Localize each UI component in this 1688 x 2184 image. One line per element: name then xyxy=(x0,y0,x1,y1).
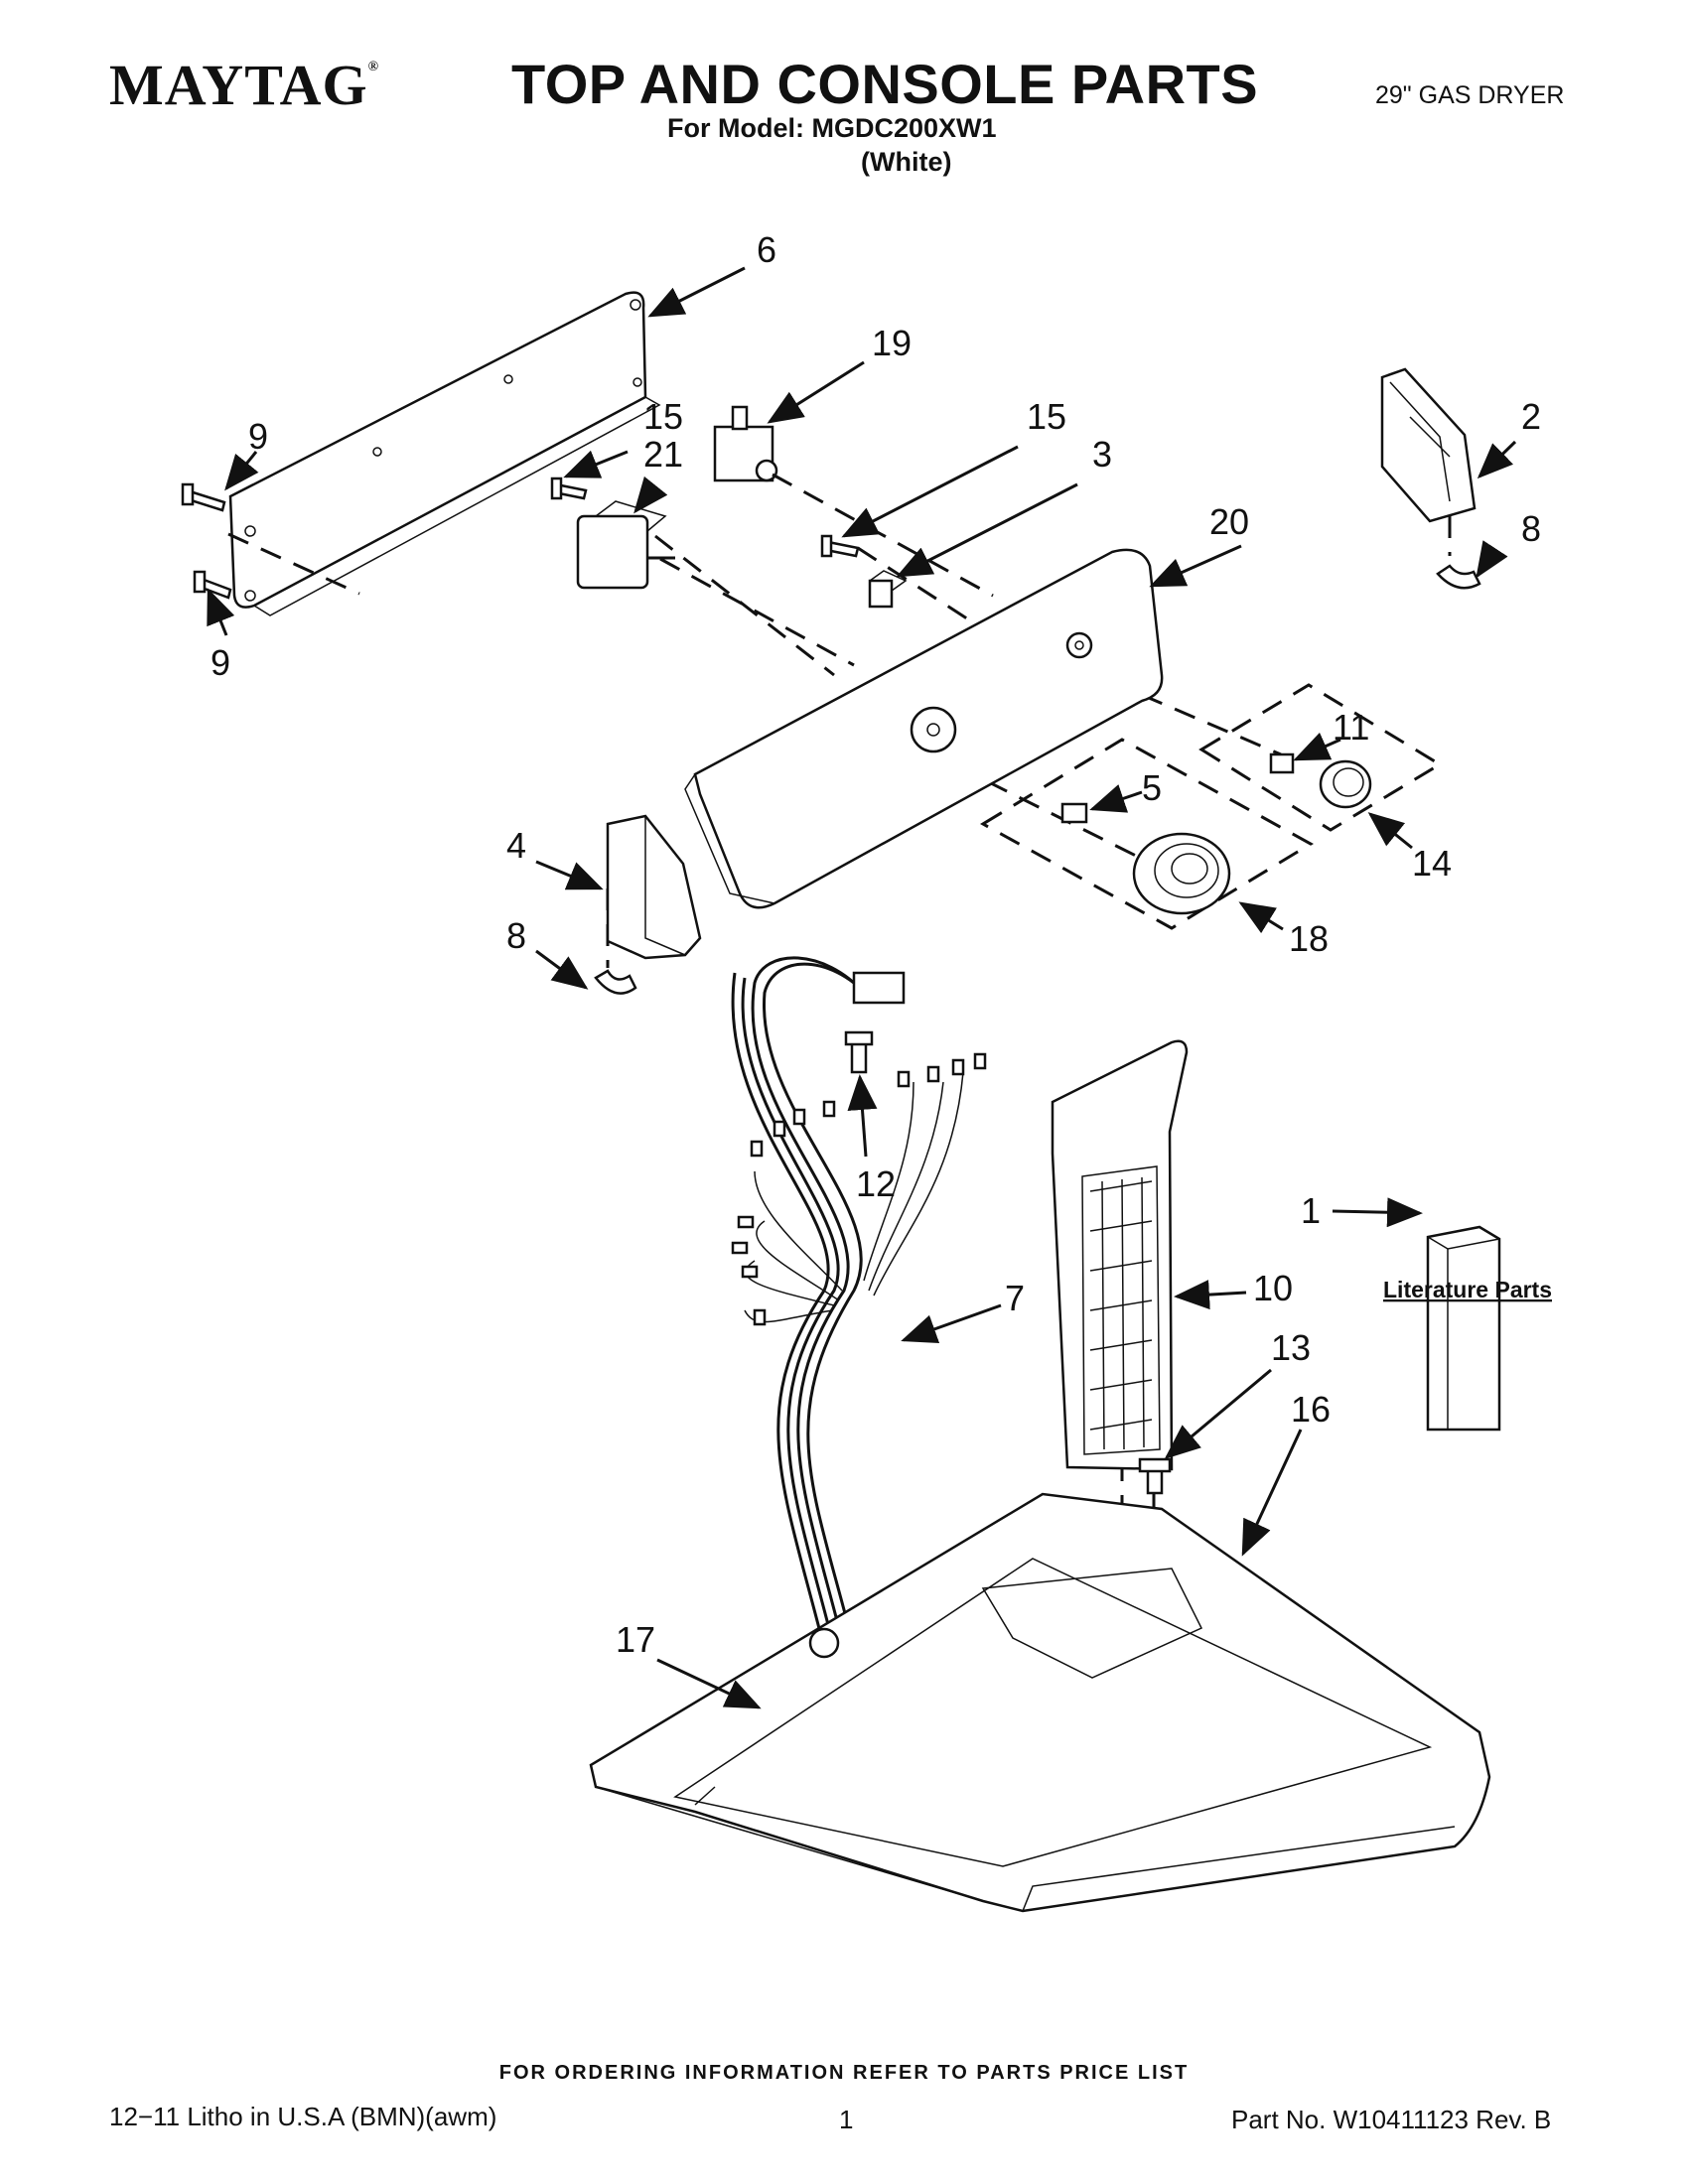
callout-18: 18 xyxy=(1289,918,1329,959)
part-8-clip-right xyxy=(1436,564,1481,590)
callout-5: 5 xyxy=(1142,767,1162,808)
callout-8-right: 8 xyxy=(1521,508,1541,549)
callout-14: 14 xyxy=(1412,843,1452,884)
callout-19: 19 xyxy=(872,323,912,363)
part-10-lint-screen xyxy=(1051,1039,1189,1471)
brand-registered-mark: ® xyxy=(367,60,380,74)
callout-15-console: 15 xyxy=(1027,396,1066,437)
callout-8-left: 8 xyxy=(506,915,526,956)
part-12-screw xyxy=(844,1030,874,1074)
part-6-console-rear-panel xyxy=(228,291,661,616)
part-16-17-top-panel xyxy=(589,1492,1491,1913)
print-info: 12−11 Litho in U.S.A (BMN)(awm) xyxy=(109,2102,497,2131)
brand-name: MAYTAG xyxy=(109,53,368,117)
product-type: 29" GAS DRYER xyxy=(1375,81,1565,109)
part-19-switch xyxy=(713,405,778,482)
part-21-timer xyxy=(576,500,675,590)
callout-10: 10 xyxy=(1253,1268,1293,1308)
part-8-clip-left xyxy=(594,969,637,995)
part-1-literature xyxy=(1426,1225,1501,1432)
brand-logo: MAYTAG® xyxy=(109,52,379,118)
callout-15-timer: 15 xyxy=(643,396,683,437)
part-7-wire-harness xyxy=(731,956,987,1649)
color-line: (White) xyxy=(861,147,952,177)
callout-1: 1 xyxy=(1301,1190,1321,1231)
part-2-end-cap xyxy=(1380,367,1477,523)
model-line: For Model: MGDC200XW1 xyxy=(667,113,997,143)
ordering-note: FOR ORDERING INFORMATION REFER TO PARTS … xyxy=(498,2062,1190,2084)
part-20-console xyxy=(684,548,1164,909)
callout-13: 13 xyxy=(1271,1327,1311,1368)
callout-16: 16 xyxy=(1291,1389,1331,1430)
callout-9-lower: 9 xyxy=(211,642,230,683)
callout-9-upper: 9 xyxy=(248,416,268,457)
literature-parts-label: Literature Parts xyxy=(1383,1277,1552,1302)
part-15-screw-console xyxy=(820,534,860,558)
part-4-end-cap xyxy=(606,814,702,960)
part-15-screw-timer xyxy=(550,477,588,500)
callout-3: 3 xyxy=(1092,434,1112,475)
callout-21: 21 xyxy=(643,434,683,475)
callout-17: 17 xyxy=(616,1619,655,1660)
callout-12: 12 xyxy=(856,1163,896,1204)
part-13-screw xyxy=(1138,1457,1172,1495)
part-9-screw-upper xyxy=(181,482,226,512)
callout-7: 7 xyxy=(1005,1278,1025,1318)
part-number: Part No. W10411123 Rev. B xyxy=(1231,2105,1552,2134)
callout-11: 11 xyxy=(1333,707,1369,748)
callout-20: 20 xyxy=(1209,501,1249,542)
part-11-clip xyxy=(1269,752,1295,774)
part-14-knob xyxy=(1319,759,1372,809)
callout-6: 6 xyxy=(757,229,776,270)
part-18-knob xyxy=(1132,832,1231,915)
part-9-screw-lower xyxy=(193,570,232,600)
part-5-clip xyxy=(1060,802,1088,824)
page-title: TOP AND CONSOLE PARTS xyxy=(511,53,1259,115)
page-number: 1 xyxy=(839,2105,854,2134)
callout-2: 2 xyxy=(1521,396,1541,437)
part-3-clip xyxy=(868,570,908,609)
callout-4: 4 xyxy=(506,825,526,866)
